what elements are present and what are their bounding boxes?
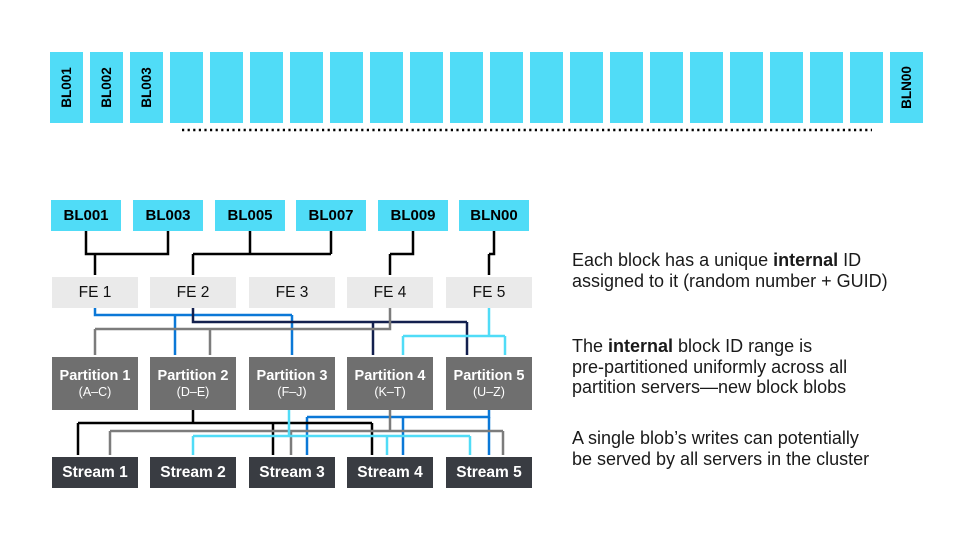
- fe-box: FE 2: [150, 277, 236, 308]
- annotation-text: Each block has a unique: [572, 250, 774, 270]
- block-chip: [290, 52, 323, 123]
- connector-block-to-fe5: [487, 231, 496, 275]
- block-chip: [450, 52, 483, 123]
- block-chip-label: BLN00: [899, 66, 915, 109]
- connector-fe2-to-partitions: [191, 308, 469, 355]
- annotation-line: Each block has a unique internal ID: [572, 250, 967, 271]
- fe-box: FE 1: [52, 277, 138, 308]
- block-chip: BL002: [90, 52, 123, 123]
- connector-partition3-to-streams: [191, 410, 472, 455]
- connector-fe1-to-partitions: [93, 308, 294, 355]
- block-chip: [650, 52, 683, 123]
- block-chip-label: BL001: [59, 67, 74, 108]
- block-chip: [330, 52, 363, 123]
- connector-block-to-fe4: [388, 231, 415, 275]
- partition-title: Partition 3: [256, 367, 328, 384]
- annotation-text: internal: [608, 336, 674, 356]
- stream-box: Stream 4: [347, 457, 433, 488]
- block-chip: [170, 52, 203, 123]
- annotation-text: pre-partitioned uniformly across all: [572, 356, 848, 377]
- block-chip: [250, 52, 283, 123]
- annotation-line: pre-partitioned uniformly across all: [572, 357, 967, 378]
- block-chip: [610, 52, 643, 123]
- annotation-text: A single blob’s writes can potentially: [572, 428, 859, 448]
- block-chip: BLN00: [890, 52, 923, 123]
- partition-box: Partition 3(F–J): [249, 357, 335, 410]
- partition-box: Partition 4(K–T): [347, 357, 433, 410]
- connector-partition4-to-streams: [108, 410, 505, 455]
- stream-box: Stream 2: [150, 457, 236, 488]
- partition-box: Partition 2(D–E): [150, 357, 236, 410]
- block-chip-label: BL002: [99, 67, 114, 108]
- block-chip: [490, 52, 523, 123]
- annotation-text: partition servers—new block blobs: [572, 377, 847, 397]
- annotation-text: assigned to it (random number + GUID): [572, 270, 888, 291]
- block-chip: [770, 52, 803, 123]
- block-chip: [690, 52, 723, 123]
- block-chip: BL001: [50, 52, 83, 123]
- partition-range: (K–T): [374, 384, 406, 399]
- annotation-text: internal: [773, 250, 839, 270]
- stream-box: Stream 1: [52, 457, 138, 488]
- fe-box: FE 5: [446, 277, 532, 308]
- connector-fe4-to-partitions: [93, 308, 392, 355]
- block-box: BL003: [133, 200, 203, 231]
- block-chip-label: BL003: [139, 67, 154, 108]
- partition-title: Partition 4: [354, 367, 426, 384]
- block-box: BL001: [51, 200, 121, 231]
- block-chip: [850, 52, 883, 123]
- annotation-text: block ID range is: [673, 336, 813, 356]
- block-chip: [730, 52, 763, 123]
- connector-partition5-to-streams: [305, 410, 491, 455]
- annotation-text: The: [572, 336, 609, 356]
- annotation-text: ID: [838, 250, 862, 270]
- connector-blocks-to-fe2: [191, 231, 333, 275]
- block-chip: [370, 52, 403, 123]
- block-chip: BL003: [130, 52, 163, 123]
- annotation-line: partition servers—new block blobs: [572, 377, 967, 398]
- partition-range: (F–J): [277, 384, 307, 399]
- stream-box: Stream 5: [446, 457, 532, 488]
- partition-title: Partition 2: [157, 367, 229, 384]
- annotation-line: assigned to it (random number + GUID): [572, 271, 967, 292]
- annotation-text: be served by all servers in the cluster: [572, 448, 870, 469]
- block-box: BL009: [378, 200, 448, 231]
- block-chip: [210, 52, 243, 123]
- block-chip: [530, 52, 563, 123]
- block-box: BL005: [215, 200, 285, 231]
- connector-blocks-to-fe1: [84, 231, 170, 275]
- block-box: BLN00: [459, 200, 529, 231]
- stream-box: Stream 3: [249, 457, 335, 488]
- partition-box: Partition 5(U–Z): [446, 357, 532, 410]
- block-box: BL007: [296, 200, 366, 231]
- annotation-line: The internal block ID range is: [572, 336, 967, 357]
- block-chip: [810, 52, 843, 123]
- annotation-line: A single blob’s writes can potentially: [572, 428, 967, 449]
- block-chip: [570, 52, 603, 123]
- fe-box: FE 4: [347, 277, 433, 308]
- partition-box: Partition 1(A–C): [52, 357, 138, 410]
- partition-title: Partition 5: [453, 367, 525, 384]
- connector-partition2-to-streams: [76, 410, 374, 455]
- partition-title: Partition 1: [59, 367, 131, 384]
- fe-box: FE 3: [249, 277, 335, 308]
- annotation-line: be served by all servers in the cluster: [572, 449, 967, 470]
- partition-range: (U–Z): [473, 384, 505, 399]
- block-chip: [410, 52, 443, 123]
- partition-range: (A–C): [78, 384, 112, 399]
- partition-range: (D–E): [176, 384, 210, 399]
- connector-fe5-to-partitions: [401, 308, 507, 355]
